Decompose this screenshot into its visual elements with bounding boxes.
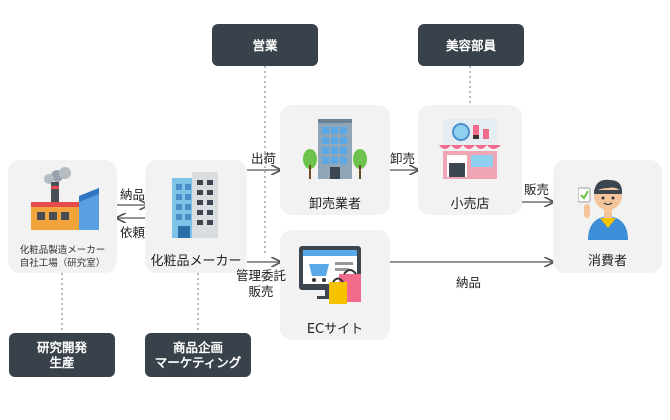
label-wholesale: 卸売 [390,151,416,166]
role-planning: 商品企画 マーケティング [145,333,251,377]
factory-icon [31,167,99,230]
label-shipping: 出荷 [251,151,277,166]
label-request: 依頼 [120,225,146,240]
node-maker: 化粧品メーカー [145,160,247,273]
node-ec: ECサイト [280,230,390,340]
office-building-icon [172,172,218,238]
node-consumer: 消費者 [553,160,662,273]
node-retailer: 小売店 [418,105,522,215]
role-sales: 営業 [212,24,318,66]
node-factory: 化粧品製造メーカー 自社工場（研究室） [8,160,117,273]
consumer-person-icon [578,179,628,240]
store-building-icon [303,119,367,179]
label-delivery1: 納品 [120,187,146,202]
cosmetics-shop-icon [439,119,501,179]
online-shopping-icon [299,246,361,304]
node-wholesaler: 卸売業者 [280,105,390,215]
role-rnd: 研究開発 生産 [9,333,115,377]
label-delivery2: 納品 [456,275,482,290]
label-retail-sale: 販売 [524,182,550,197]
label-consign: 管理委託 販売 [236,268,287,299]
role-beauty: 美容部員 [418,24,524,66]
